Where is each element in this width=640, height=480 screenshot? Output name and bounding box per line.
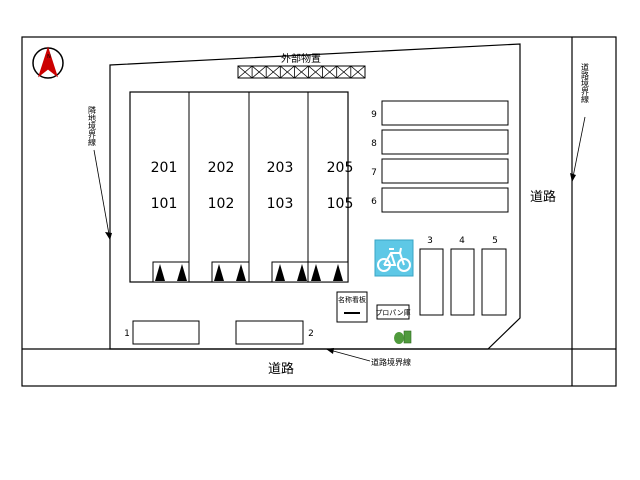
unit-number: 103 xyxy=(267,196,294,212)
compass-letter: N xyxy=(47,54,51,60)
entrance-triangle-icon xyxy=(236,264,246,281)
entrance-triangle-icon xyxy=(333,264,343,281)
parking-number: 3 xyxy=(427,236,433,246)
entrance-triangle-icon xyxy=(311,264,321,281)
nameplate: 名称看板 xyxy=(336,291,368,323)
plan-frame xyxy=(21,36,617,387)
storage-label: 外部物置 xyxy=(281,52,321,65)
unit-number: 105 xyxy=(327,196,354,212)
storage-hatch xyxy=(336,65,352,79)
propane-box xyxy=(376,304,410,320)
parking-space xyxy=(235,320,304,345)
parking-number: 4 xyxy=(459,236,465,246)
entrance-triangle-icon xyxy=(155,264,165,281)
external-storage xyxy=(237,65,366,79)
storage-hatch xyxy=(294,65,309,79)
parking-number: 9 xyxy=(371,110,377,120)
unit-number: 202 xyxy=(208,160,235,176)
nameplate-box xyxy=(336,291,368,323)
entrance-triangle-icon xyxy=(177,264,187,281)
parking-space xyxy=(450,248,475,316)
parking-space xyxy=(381,187,509,213)
leader-arrow xyxy=(105,232,112,240)
road-label-bottom: 道路 xyxy=(268,361,294,377)
parking-number: 7 xyxy=(371,168,377,178)
storage-hatch xyxy=(265,65,281,79)
road-boundary-label-bottom: 道路境界線 xyxy=(371,357,411,367)
parking-space xyxy=(381,100,509,126)
propane-storage: プロパン庫 xyxy=(375,304,411,320)
parking-number: 5 xyxy=(492,236,498,246)
entrance-triangle-icon xyxy=(297,264,307,281)
nameplate-label: 名称看板 xyxy=(338,295,366,304)
unit-number: 205 xyxy=(327,160,354,176)
north-arrow-icon: N xyxy=(32,46,64,79)
leader-line xyxy=(571,116,586,183)
parking-number: 8 xyxy=(371,139,377,149)
parking-space xyxy=(419,248,444,316)
parking-number: 2 xyxy=(308,329,314,339)
leader-line xyxy=(93,149,111,241)
parking-space xyxy=(381,158,509,184)
unit-number: 102 xyxy=(208,196,235,212)
bicycle-parking xyxy=(374,239,414,277)
parking-space xyxy=(481,248,507,316)
entrance-triangle-icon xyxy=(214,264,224,281)
building: 201 101 202 102 203 103 205 105 xyxy=(129,91,354,283)
parking-side: 3 4 5 xyxy=(419,236,507,316)
parking-number: 1 xyxy=(124,329,130,339)
parking-front: 1 2 xyxy=(124,320,314,345)
storage-hatch xyxy=(237,65,253,79)
leader-arrow xyxy=(570,173,576,182)
entrance-triangle-icon xyxy=(275,264,285,281)
parking-number: 6 xyxy=(371,197,377,207)
propane-label: プロパン庫 xyxy=(375,308,410,317)
lot-boundary xyxy=(109,43,521,350)
leader-arrow xyxy=(326,348,334,354)
road-boundary-label-right: 道路境界線 xyxy=(581,62,590,103)
bicycle-icon xyxy=(377,247,411,272)
storage-hatch xyxy=(350,65,366,79)
unit-number: 203 xyxy=(267,160,294,176)
storage-hatch xyxy=(322,65,337,79)
unit-number: 101 xyxy=(151,196,178,212)
adjacent-boundary-label: 隣地境界線 xyxy=(88,105,97,146)
parking-space xyxy=(132,320,200,345)
road-label-right: 道路 xyxy=(530,189,556,205)
garbage-bag-icon xyxy=(394,330,412,344)
building-outline xyxy=(129,91,349,283)
storage-hatch xyxy=(251,65,267,79)
storage-hatch xyxy=(280,65,295,79)
unit-number: 201 xyxy=(151,160,178,176)
storage-hatch xyxy=(308,65,323,79)
parking-right: 9 8 7 6 xyxy=(371,100,509,213)
parking-space xyxy=(381,129,509,155)
